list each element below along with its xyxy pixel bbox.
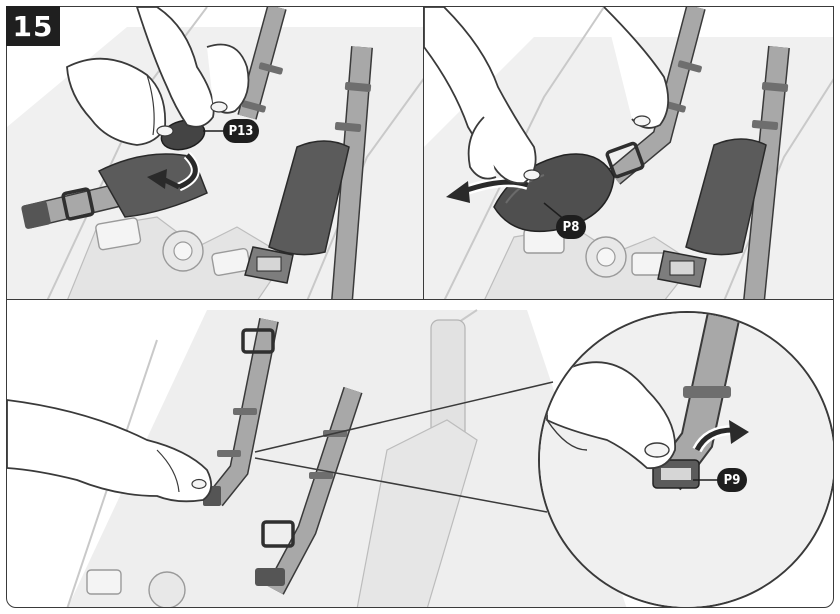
part-label-p8: P8 — [556, 215, 586, 239]
panel-slide-pad-off-strap: P8 — [423, 6, 834, 300]
panel-thread-strap-through-buckle: P9 — [6, 299, 834, 608]
step-number-badge: 15 — [6, 6, 60, 46]
panel-remove-shoulder-pad: P13 — [6, 6, 424, 300]
illustration-slide-pad-off-strap — [424, 7, 834, 300]
illustration-thread-strap-through-buckle — [7, 300, 834, 608]
part-label-p9: P9 — [717, 468, 747, 492]
part-label-p13: P13 — [223, 119, 259, 143]
illustration-remove-shoulder-pad — [7, 7, 424, 300]
